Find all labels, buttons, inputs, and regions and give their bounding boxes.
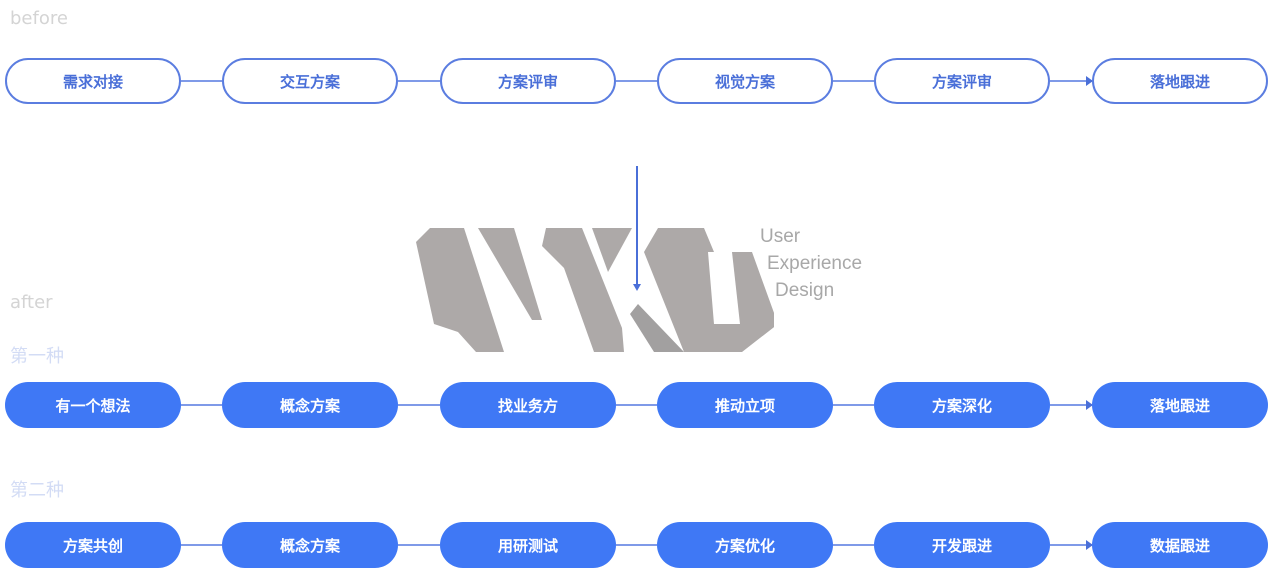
- before-step: 需求对接: [5, 58, 181, 104]
- uxd-logo: [416, 228, 774, 352]
- connector-line: [398, 544, 440, 546]
- connector-line: [181, 544, 222, 546]
- transition-arrow: [636, 166, 638, 286]
- before-step: 交互方案: [222, 58, 398, 104]
- option2-step: 方案共创: [5, 522, 181, 568]
- option1-step: 概念方案: [222, 382, 398, 428]
- before-label: before: [10, 8, 68, 29]
- before-step: 视觉方案: [657, 58, 833, 104]
- option2-step: 方案优化: [657, 522, 833, 568]
- connector-line: [616, 80, 657, 82]
- logo-text-design: Design: [775, 280, 835, 301]
- before-step: 落地跟进: [1092, 58, 1268, 104]
- option1-step: 推动立项: [657, 382, 833, 428]
- option2-step: 用研测试: [440, 522, 616, 568]
- connector-line: [616, 544, 657, 546]
- after-label: after: [10, 292, 53, 313]
- transition-arrowhead: [633, 284, 641, 291]
- option2-label: 第二种: [10, 480, 64, 501]
- before-step: 方案评审: [874, 58, 1050, 104]
- logo-text-experience: Experience: [767, 253, 863, 274]
- before-step: 方案评审: [440, 58, 616, 104]
- option1-label: 第一种: [10, 346, 64, 367]
- option1-step: 有一个想法: [5, 382, 181, 428]
- connector-line: [833, 544, 874, 546]
- logo-text-user: User: [760, 226, 801, 247]
- connector-arrow: [1050, 400, 1093, 410]
- option1-step: 方案深化: [874, 382, 1050, 428]
- connector-arrow: [1050, 76, 1093, 86]
- option2-step: 开发跟进: [874, 522, 1050, 568]
- connector-line: [398, 80, 440, 82]
- connector-line: [833, 80, 874, 82]
- option1-step: 找业务方: [440, 382, 616, 428]
- connector-line: [181, 80, 222, 82]
- option1-step: 落地跟进: [1092, 382, 1268, 428]
- connector-line: [398, 404, 440, 406]
- option2-step: 概念方案: [222, 522, 398, 568]
- connector-arrow: [1050, 540, 1093, 550]
- connector-line: [833, 404, 874, 406]
- connector-line: [616, 404, 657, 406]
- option2-step: 数据跟进: [1092, 522, 1268, 568]
- connector-line: [181, 404, 222, 406]
